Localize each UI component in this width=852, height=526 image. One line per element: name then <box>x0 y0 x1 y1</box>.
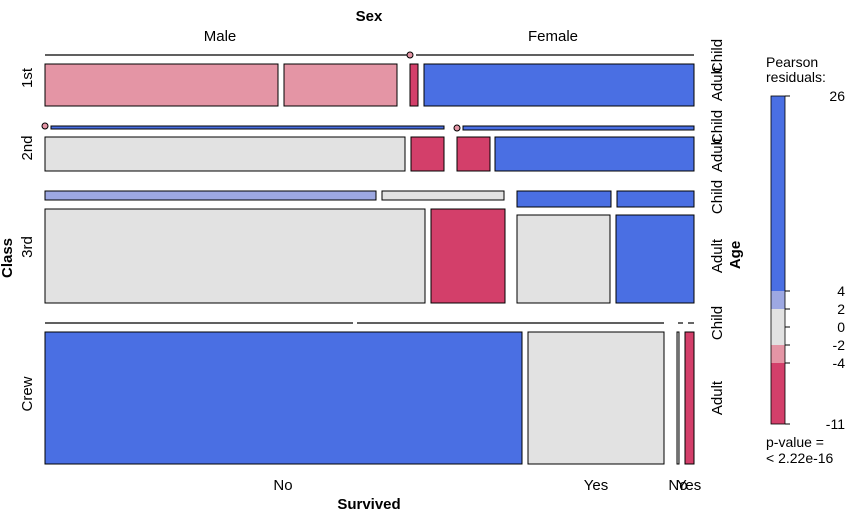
age-label-2nd-child: Child <box>709 110 726 144</box>
legend-band-high <box>771 96 785 291</box>
tile-crew-female-adult-yes <box>684 331 695 465</box>
survived-axis-title: Survived <box>337 496 400 513</box>
tile-3rd-male-child-yes <box>381 190 505 201</box>
legend-band-mid-low <box>771 345 785 363</box>
tile-1st-female-child-no-marker <box>406 51 414 59</box>
sex-label-male: Male <box>204 28 237 45</box>
tile-3rd-female-adult-yes <box>615 214 695 304</box>
class-label-1st: 1st <box>19 67 36 88</box>
class-label-crew: Crew <box>19 376 36 411</box>
class-label-2nd: 2nd <box>19 135 36 160</box>
legend-pvalue-line2: < 2.22e-16 <box>766 450 834 466</box>
survived-label-male-no: No <box>273 477 292 494</box>
survived-label-male-yes: Yes <box>584 477 608 494</box>
tile-2nd-male-adult-yes <box>410 136 445 172</box>
tile-1st-female-adult-no <box>409 63 419 107</box>
sex-label-female: Female <box>528 28 578 45</box>
tile-1st-male-adult-no <box>44 63 279 107</box>
legend-tick-minus4: -4 <box>833 355 846 371</box>
age-label-1st-child: Child <box>709 39 726 73</box>
legend-tick-4: 4 <box>837 283 845 299</box>
tile-2nd-male-child-no-marker <box>41 122 49 130</box>
age-label-1st-adult: Adult <box>709 66 726 101</box>
tile-crew-female-adult-no <box>676 331 680 465</box>
mosaic-tiles <box>41 51 695 465</box>
tile-2nd-female-child-no-marker <box>453 124 461 132</box>
tile-1st-female-adult-yes <box>423 63 695 107</box>
legend-band-mid-high <box>771 291 785 309</box>
legend-title-line2: residuals: <box>766 69 826 85</box>
tile-3rd-male-child-no <box>44 190 377 201</box>
age-label-crew-adult: Adult <box>709 380 726 415</box>
tile-crew-male-adult-no <box>44 331 523 465</box>
legend-bar-outline <box>770 95 786 425</box>
survived-label-female-no: No <box>668 477 687 494</box>
sex-axis-title: Sex <box>356 8 383 25</box>
tile-3rd-male-adult-yes <box>430 208 506 304</box>
tile-2nd-female-adult-no <box>456 136 491 172</box>
legend-tick-minus11: -11 <box>826 416 845 432</box>
legend-tick-minus2: -2 <box>833 337 846 353</box>
legend-tick-26: 26 <box>829 88 845 104</box>
tile-3rd-female-adult-no <box>516 214 611 304</box>
age-label-3rd-adult: Adult <box>709 238 726 273</box>
tile-3rd-female-child-no <box>516 190 612 208</box>
tile-3rd-male-adult-no <box>44 208 426 304</box>
age-label-crew-child: Child <box>709 306 726 340</box>
survived-label-female-yes: Yes <box>677 477 701 494</box>
legend-tick-2: 2 <box>837 301 845 317</box>
age-axis-title: Age <box>727 241 744 269</box>
legend-color-bar <box>770 95 790 425</box>
legend-band-neutral <box>771 309 785 345</box>
legend-title-line1: Pearson <box>766 54 818 70</box>
tile-1st-male-adult-yes <box>283 63 398 107</box>
class-label-3rd: 3rd <box>19 236 36 258</box>
tile-2nd-male-adult-no <box>44 136 406 172</box>
tile-2nd-male-child-yes <box>50 125 445 130</box>
tile-3rd-female-child-yes <box>616 190 695 208</box>
age-label-2nd-adult: Adult <box>709 137 726 172</box>
tile-2nd-female-adult-yes <box>494 136 695 172</box>
tile-2nd-female-child-yes <box>462 125 695 131</box>
class-axis-title: Class <box>0 238 16 278</box>
tile-crew-male-adult-yes <box>527 331 665 465</box>
legend-band-low <box>771 363 785 424</box>
age-label-3rd-child: Child <box>709 180 726 214</box>
legend-pvalue-line1: p-value = <box>766 434 824 450</box>
legend-tick-0: 0 <box>837 319 845 335</box>
